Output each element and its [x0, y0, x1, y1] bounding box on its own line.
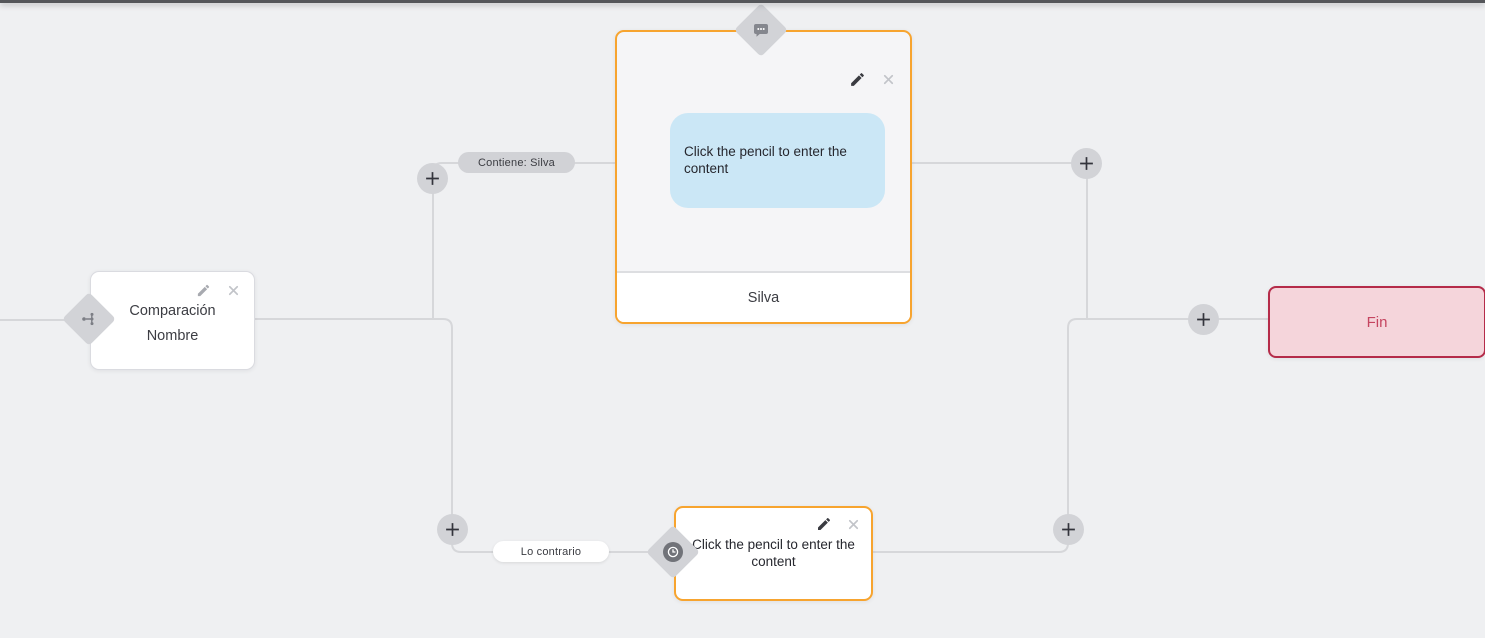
plus-icon	[1062, 523, 1075, 536]
node-message[interactable]: Click the pencil to enter the content Si…	[615, 30, 912, 324]
chat-bubble-icon	[752, 21, 770, 39]
pencil-icon[interactable]	[196, 283, 211, 298]
plus-icon	[1080, 157, 1093, 170]
branch-icon	[81, 311, 97, 327]
delete-icon[interactable]	[226, 283, 241, 298]
add-step-button[interactable]	[1053, 514, 1084, 545]
edge-timeout-to-end	[869, 318, 1269, 553]
condition-title: Comparación	[129, 303, 216, 319]
plus-icon	[446, 523, 459, 536]
end-label: Fin	[1366, 313, 1388, 331]
message-bubble: Click the pencil to enter the content	[670, 113, 885, 208]
edge-condition-otherwise	[253, 318, 651, 553]
condition-subtitle: Nombre	[146, 328, 199, 344]
message-footer: Silva	[617, 271, 910, 322]
node-timeout[interactable]: Click the pencil to enter the content	[674, 506, 873, 601]
node-end[interactable]: Fin	[1268, 286, 1485, 358]
node-condition[interactable]: Comparación Nombre	[90, 271, 255, 370]
add-step-button[interactable]	[417, 163, 448, 194]
edge-condition-contiene	[432, 162, 616, 318]
timeout-placeholder-text: Click the pencil to enter the content	[692, 537, 855, 569]
add-step-button[interactable]	[1188, 304, 1219, 335]
plus-icon	[426, 172, 439, 185]
message-footer-label: Silva	[747, 289, 780, 306]
timeout-diamond-badge	[646, 525, 700, 579]
pencil-icon[interactable]	[849, 71, 866, 88]
pencil-icon[interactable]	[816, 516, 832, 532]
edge-message-to-merge	[908, 162, 1088, 318]
edge-label-contrario[interactable]: Lo contrario	[493, 541, 609, 562]
edge-label-contiene[interactable]: Contiene: Silva	[458, 152, 575, 173]
plus-icon	[1197, 313, 1210, 326]
add-step-button[interactable]	[437, 514, 468, 545]
clock-icon	[663, 542, 683, 562]
delete-icon[interactable]	[846, 517, 861, 532]
add-step-button[interactable]	[1071, 148, 1102, 179]
window-top-edge	[0, 0, 1485, 3]
message-diamond-badge	[734, 3, 788, 57]
message-bubble-text: Click the pencil to enter the content	[684, 144, 847, 176]
delete-icon[interactable]	[881, 72, 896, 87]
condition-diamond-badge	[62, 292, 116, 346]
